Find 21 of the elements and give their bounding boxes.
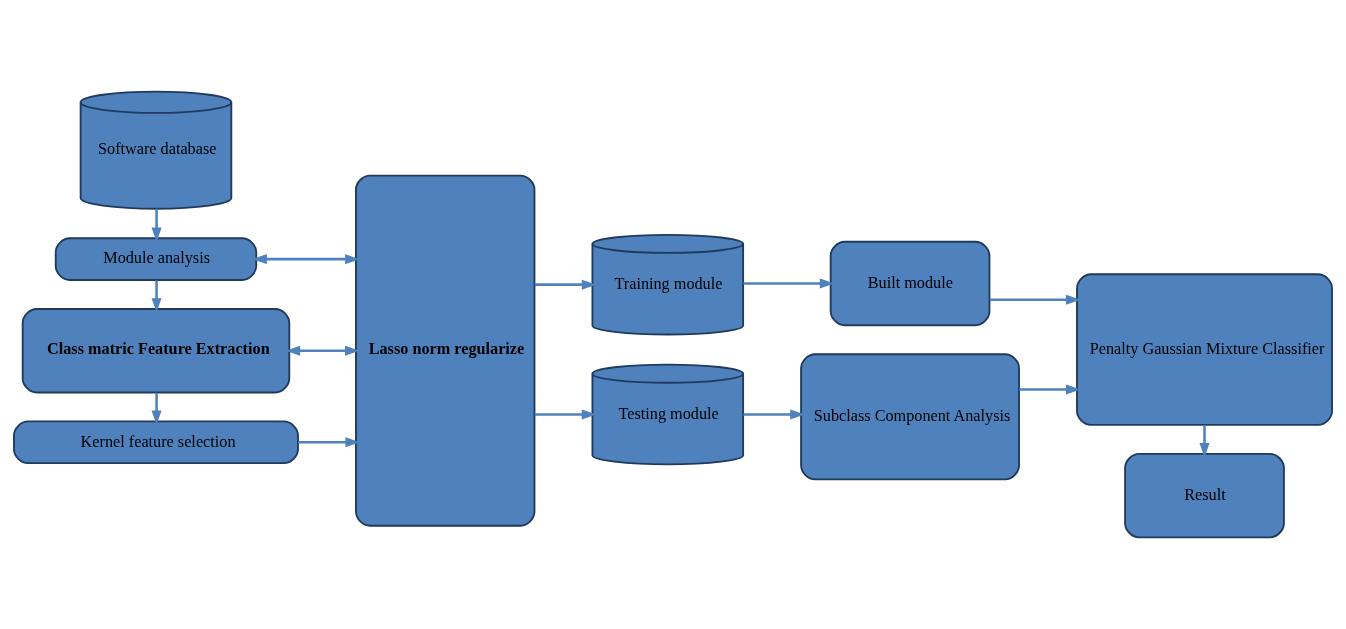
node-box: Built module xyxy=(829,240,991,327)
arrow xyxy=(1199,425,1210,458)
arrow xyxy=(743,409,805,420)
node-box: Class matric Feature Extraction xyxy=(21,308,291,394)
node-box: Kernel feature selection xyxy=(13,420,299,465)
node-box: Result xyxy=(1124,452,1285,539)
arrow xyxy=(151,392,162,425)
arrow xyxy=(989,294,1081,305)
arrow xyxy=(534,409,597,420)
arrow xyxy=(285,345,360,356)
node-box: Module analysis xyxy=(54,237,258,281)
arrow xyxy=(1019,384,1081,395)
node-box: Lasso norm regularize xyxy=(355,174,536,527)
arrow xyxy=(252,254,360,265)
node-box: Penalty Gaussian Mixture Classifier xyxy=(1076,273,1333,426)
arrow xyxy=(151,208,162,242)
arrow xyxy=(298,437,360,448)
arrow xyxy=(151,280,162,313)
arrow xyxy=(743,278,835,289)
arrow xyxy=(534,279,597,290)
node-box: Subclass Component Analysis xyxy=(800,353,1020,481)
